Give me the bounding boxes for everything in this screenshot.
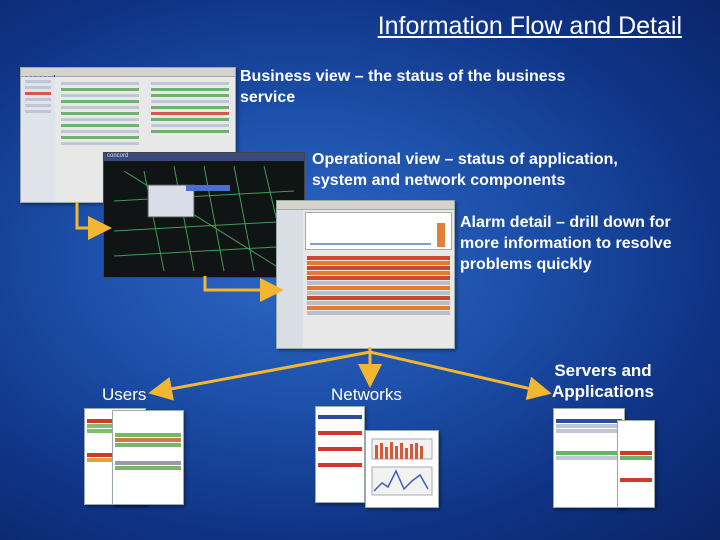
operational-view-screenshot: concord [103,152,305,278]
business-view-screenshot: concord [20,67,236,203]
flow-arrow-operational-to-alarm [203,276,284,302]
servers-screenshot-2 [617,420,655,508]
network-chart-graphic [371,438,433,496]
networks-label: Networks [331,385,402,404]
users-label: Users [102,385,147,404]
flow-arrow-business-to-operational [75,202,112,240]
users-screenshot-2 [112,410,184,505]
operational-view-caption: Operational view – status of application… [312,151,618,189]
slide-title: Information Flow and Detail [377,12,682,40]
flow-arrow-to-servers [369,350,552,401]
networks-screenshot-2 [365,430,439,508]
flow-arrow-to-users [148,350,371,401]
servers-screenshot-1 [553,408,625,508]
alarm-detail-caption: Alarm detail – drill down for more infor… [460,214,672,273]
servers-label: Servers and Applications [551,361,654,401]
alarm-detail-screenshot [276,200,455,349]
networks-screenshot-1 [315,406,365,503]
network-topology-graphic [113,165,295,272]
business-view-caption: Business view – the status of the busine… [240,68,566,106]
